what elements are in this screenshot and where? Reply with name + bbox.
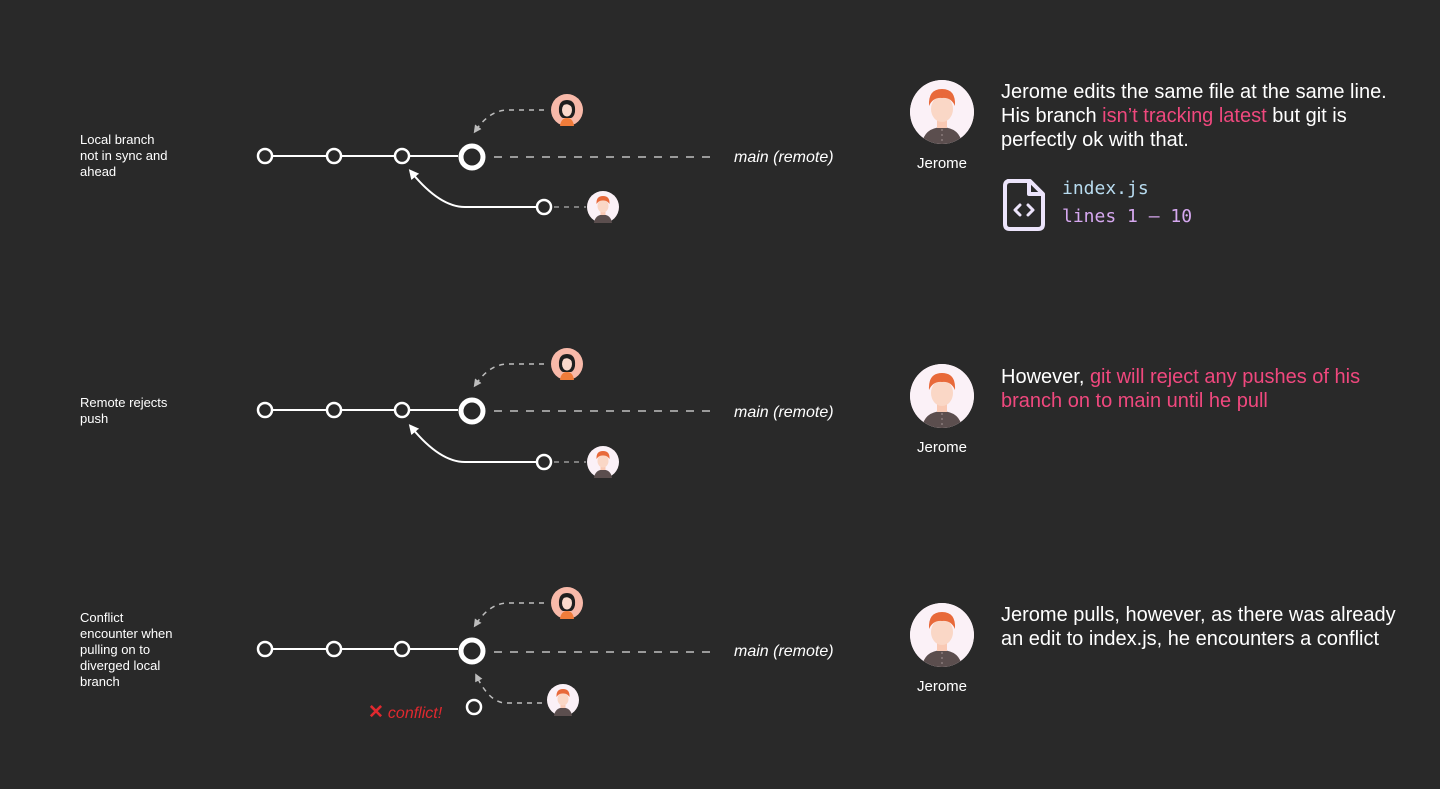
commit-2	[325, 147, 343, 165]
local-commit	[535, 453, 553, 471]
teammate-avatar-icon	[551, 94, 583, 126]
code-file-icon	[1003, 179, 1045, 231]
person-name: Jerome	[916, 155, 968, 172]
jerome-avatar-icon	[587, 446, 619, 478]
remote-branch-label: main (remote)	[734, 404, 834, 421]
head-commit	[458, 397, 486, 425]
commit-2	[325, 640, 343, 658]
commit-1	[256, 401, 274, 419]
jerome-avatar-icon	[910, 80, 974, 144]
local-commit	[535, 198, 553, 216]
remote-branch-label: main (remote)	[734, 643, 834, 660]
row-2-graph	[256, 348, 716, 478]
person-name: Jerome	[916, 678, 968, 695]
row-3-description: Jerome pulls, however, as there was alre…	[1001, 604, 1396, 650]
remote-edit-arrow	[473, 602, 544, 628]
row-1-graph	[256, 94, 716, 223]
commit-3	[393, 147, 411, 165]
row-2-description: However, git will reject any pushes of h…	[1001, 366, 1361, 412]
jerome-avatar-icon	[587, 191, 619, 223]
highlight-text: git will reject any pushes of his branch…	[1001, 366, 1361, 412]
row-2-label: Remote rejects push	[80, 395, 168, 426]
highlight-text: isn’t tracking latest	[1102, 105, 1267, 127]
jerome-avatar-icon	[910, 364, 974, 428]
conflict-text: conflict!	[387, 705, 443, 722]
commit-3	[393, 401, 411, 419]
remote-edit-arrow	[473, 363, 544, 388]
head-commit	[458, 143, 486, 171]
conflict-marker: ✕conflict!	[368, 701, 442, 724]
head-commit	[458, 637, 486, 665]
row-1-description: Jerome edits the same file at the same l…	[1001, 81, 1387, 151]
jerome-avatar-icon	[910, 603, 974, 667]
file-lines: lines 1 – 10	[1062, 206, 1193, 227]
row-3-label: Conflict encounter when pulling on to di…	[80, 610, 173, 689]
remote-edit-arrow	[473, 109, 544, 134]
remote-branch-label: main (remote)	[734, 149, 834, 166]
commit-3	[393, 640, 411, 658]
commit-1	[256, 147, 274, 165]
commit-2	[325, 401, 343, 419]
teammate-avatar-icon	[551, 348, 583, 380]
x-icon: ✕	[368, 702, 384, 723]
conflict-commit	[465, 698, 483, 716]
teammate-avatar-icon	[551, 587, 583, 619]
row-3-graph	[256, 587, 716, 716]
pull-arrow	[475, 673, 542, 704]
person-name: Jerome	[916, 439, 968, 456]
commit-1	[256, 640, 274, 658]
local-branch-arrow	[408, 169, 536, 208]
row-1-label: Local branch not in sync and ahead	[80, 132, 168, 179]
local-branch-arrow	[408, 424, 536, 463]
jerome-avatar-icon	[547, 684, 579, 716]
file-name: index.js	[1062, 178, 1149, 199]
